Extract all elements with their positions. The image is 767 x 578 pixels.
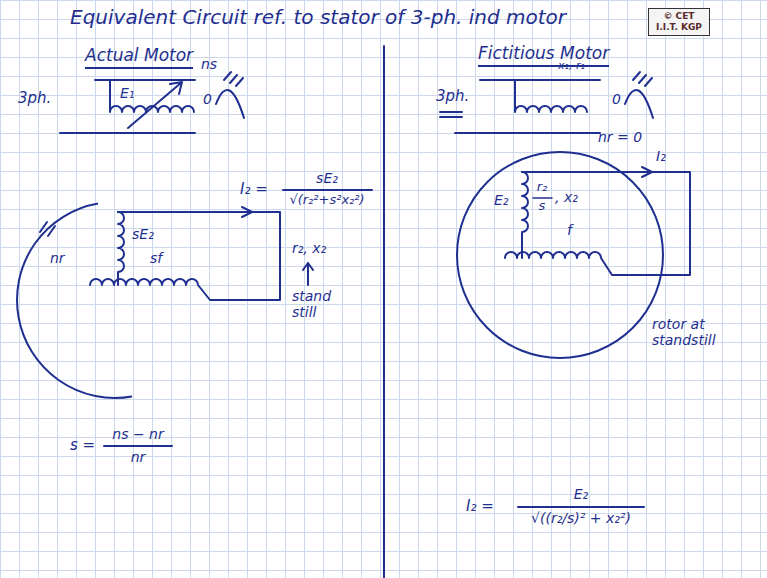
formula-text: I₂ =: [240, 181, 268, 198]
speed-label: ns: [201, 56, 217, 72]
supply-line: [480, 79, 600, 81]
stator-winding: [515, 80, 587, 112]
formula-numerator: r₂: [537, 180, 548, 195]
divider-line: [383, 46, 385, 578]
rotor-outline: [15, 195, 215, 405]
rotation-symbol: [625, 72, 653, 118]
logo-text: © CET I.I.T. KGP: [653, 11, 705, 33]
rotor-winding: [118, 212, 124, 285]
current-arrow: [242, 207, 252, 217]
parameter-label: , x₂: [555, 189, 578, 205]
supply-mark: [440, 112, 462, 117]
rotor-circle: E₂ r₂ s , x₂ f: [455, 150, 665, 360]
formula-denominator: s: [539, 199, 546, 214]
rotor-outline: [457, 152, 663, 358]
current-arrow: [642, 167, 652, 177]
formula-denominator: √(r₂²+s²x₂²): [289, 193, 364, 208]
note-text: rotor at standstill: [652, 316, 734, 348]
formula-text: s =: [70, 437, 95, 454]
supply-label: 3ph.: [436, 88, 469, 105]
formula-text: I₂ =: [466, 498, 494, 515]
formula-numerator: sE₂: [316, 170, 338, 186]
emf-label: E₁: [120, 85, 134, 101]
rotor-symbol: 0: [203, 91, 212, 107]
fraction-bar: [518, 506, 644, 508]
variable-arrow: [128, 82, 182, 128]
pointer-arrow: [303, 263, 313, 285]
formula-denominator: nr: [131, 449, 146, 465]
rotor-symbol: 0: [612, 91, 621, 107]
frequency-label: f: [567, 222, 572, 238]
supply-line: [455, 132, 600, 134]
current-label: I₂: [656, 148, 666, 164]
parameter-label: r₂, x₂: [292, 240, 326, 256]
heading: Fictitious Motor: [478, 44, 609, 67]
parameter-label: x₁, r₁: [558, 60, 585, 73]
rotor-winding: [522, 172, 528, 258]
rotor-outline: [455, 150, 665, 360]
formula-numerator: E₂: [574, 486, 588, 502]
supply-line: [60, 132, 195, 134]
note-text: stand still: [292, 288, 342, 320]
speed-label: nr = 0: [598, 129, 642, 145]
emf-label: E₂: [494, 192, 508, 208]
fraction-bar: [104, 445, 172, 447]
rotation-symbol: [216, 72, 244, 118]
formula-denominator: √((r₂/s)² + x₂²): [531, 510, 631, 526]
logo-box: © CET I.I.T. KGP: [648, 8, 710, 36]
supply-label: 3ph.: [18, 90, 51, 107]
rotor-circle: nr sE₂ sf: [15, 195, 215, 405]
heading: Actual Motor: [85, 46, 193, 69]
frequency-label: sf: [150, 250, 162, 266]
rotor-outline: [17, 203, 132, 398]
emf-label: sE₂: [132, 226, 154, 242]
rotor-winding: [90, 212, 280, 300]
fraction-bar: [283, 189, 372, 191]
slide-title: Equivalent Circuit ref. to stator of 3-p…: [70, 6, 566, 29]
speed-label: nr: [50, 250, 65, 266]
formula-numerator: ns − nr: [112, 426, 163, 442]
